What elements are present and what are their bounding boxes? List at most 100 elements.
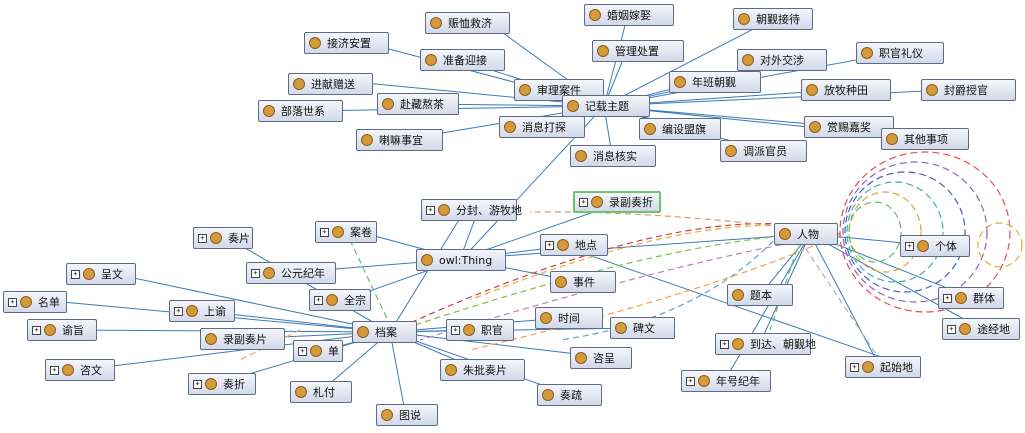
class-node-zhiguan2[interactable]: +职官 (446, 319, 514, 341)
node-label: 记载主题 (585, 100, 629, 113)
node-label: 札付 (313, 386, 335, 399)
class-node-dangan[interactable]: 档案 (352, 321, 417, 343)
expand-plus-icon[interactable]: + (320, 227, 329, 237)
expand-plus-icon[interactable]: + (451, 325, 460, 335)
class-node-ziwen[interactable]: +咨文 (45, 359, 115, 381)
class-node-zicheng[interactable]: 咨呈 (570, 347, 632, 369)
class-node-didian[interactable]: +地点 (540, 234, 608, 256)
class-node-renwu[interactable]: 人物 (774, 223, 838, 245)
class-node-zhunbei[interactable]: 准备迎接 (420, 49, 505, 71)
expand-plus-icon[interactable]: + (174, 306, 183, 316)
class-dot-icon (644, 123, 656, 135)
class-node-tushuo[interactable]: 图说 (376, 404, 438, 426)
expand-plus-icon[interactable]: + (32, 325, 41, 335)
class-node-buluo[interactable]: 部落世系 (258, 100, 343, 122)
expand-plus-icon[interactable]: + (314, 295, 323, 305)
expand-plus-icon[interactable]: + (50, 365, 59, 375)
expand-plus-icon[interactable]: + (579, 197, 588, 207)
expand-plus-icon[interactable]: + (193, 379, 202, 389)
class-node-zhiguan[interactable]: 职官礼仪 (856, 42, 944, 64)
expand-plus-icon[interactable]: + (298, 346, 307, 356)
class-node-zoushu[interactable]: 奏疏 (537, 384, 602, 406)
expand-plus-icon[interactable]: + (850, 362, 859, 372)
class-node-fengjue[interactable]: 封爵授官 (921, 79, 1016, 101)
class-node-fenfeng[interactable]: +分封、游牧地 (421, 199, 522, 221)
class-node-dan[interactable]: +单 (293, 340, 343, 362)
class-node-shangyu[interactable]: +上谕 (169, 300, 235, 322)
class-node-nianhao[interactable]: +年号纪年 (681, 370, 771, 392)
expand-plus-icon[interactable]: + (71, 269, 80, 279)
class-node-shijian2[interactable]: 时间 (535, 307, 603, 329)
class-node-guanli[interactable]: 管理处置 (592, 40, 684, 62)
class-node-timu[interactable]: 题本 (727, 284, 793, 306)
class-node-bianshe[interactable]: 编设盟旗 (639, 118, 721, 140)
expand-plus-icon[interactable]: + (251, 268, 260, 278)
class-dot-icon (293, 78, 305, 90)
expand-plus-icon[interactable]: + (947, 324, 956, 334)
node-label: 题本 (750, 289, 772, 302)
expand-plus-icon[interactable]: + (720, 339, 729, 349)
class-dot-icon (557, 239, 569, 251)
class-node-qita[interactable]: 其他事项 (881, 128, 969, 150)
class-dot-icon (463, 324, 475, 336)
class-node-beiwen[interactable]: 碑文 (610, 317, 675, 339)
class-node-zhafu[interactable]: 札付 (290, 381, 352, 403)
class-dot-icon (309, 37, 321, 49)
class-node-geti[interactable]: +个体 (900, 235, 970, 257)
class-node-anjuan[interactable]: +案卷 (315, 221, 377, 243)
class-node-lama[interactable]: 喇嘛事宜 (356, 129, 443, 151)
class-node-chengwen[interactable]: +呈文 (66, 263, 136, 285)
class-node-zoupian[interactable]: +奏片 (193, 227, 253, 249)
class-dot-icon (540, 312, 552, 324)
class-node-zouzhe[interactable]: +奏折 (188, 373, 256, 395)
class-dot-icon (917, 240, 929, 252)
class-dot-icon (357, 326, 369, 338)
expand-plus-icon[interactable]: + (198, 233, 207, 243)
class-node-xiaoxi_hs[interactable]: 消息核实 (570, 145, 656, 167)
class-node-jinxian[interactable]: 进献赠送 (288, 73, 373, 95)
class-node-jizai[interactable]: 记载主题 (562, 95, 650, 117)
class-node-xiaoxi_dt[interactable]: 消息打探 (499, 116, 585, 138)
class-dot-icon (205, 333, 217, 345)
class-dot-icon (806, 84, 818, 96)
class-node-chaojin[interactable]: 朝觐接待 (733, 8, 813, 30)
class-node-duiwai[interactable]: 对外交涉 (737, 49, 827, 71)
class-node-fuzang[interactable]: 赴藏熬茶 (377, 93, 459, 115)
class-node-qishidi[interactable]: +起始地 (845, 356, 921, 378)
class-node-shangci[interactable]: 赏赐嘉奖 (804, 116, 894, 138)
class-node-lufu_sel[interactable]: +录副奏折 (573, 191, 661, 213)
class-node-lufu[interactable]: 录副奏片 (200, 328, 285, 350)
class-node-tujingdi[interactable]: +途经地 (942, 318, 1020, 340)
expand-plus-icon[interactable]: + (905, 241, 914, 251)
class-dot-icon (732, 289, 744, 301)
class-node-jieji[interactable]: 接济安置 (304, 32, 389, 54)
node-label: 群体 (973, 292, 995, 305)
class-dot-icon (186, 305, 198, 317)
class-node-zhupi[interactable]: 朱批奏片 (440, 359, 525, 381)
class-dot-icon (567, 100, 579, 112)
class-node-nianban[interactable]: 年班朝觐 (669, 71, 761, 93)
expand-plus-icon[interactable]: + (426, 205, 435, 215)
class-node-qunti[interactable]: + 群体 (938, 287, 1004, 309)
expand-plus-icon[interactable]: + (8, 297, 17, 307)
class-node-gongyuan[interactable]: +公元纪年 (246, 262, 336, 284)
class-node-owlthing[interactable]: owl:Thing (416, 249, 506, 271)
class-node-fangmu[interactable]: 放牧种田 (801, 79, 891, 101)
class-node-diaopai[interactable]: 调派官员 (720, 140, 807, 162)
node-label: 时间 (558, 312, 580, 325)
class-node-shijian[interactable]: 事件 (550, 271, 616, 293)
node-label: 年班朝觐 (692, 76, 736, 89)
class-node-zhenxu[interactable]: 赈恤救济 (425, 12, 510, 34)
class-node-yuzhi[interactable]: + 谕旨 (27, 319, 97, 341)
class-dot-icon (310, 345, 322, 357)
class-node-daoda[interactable]: +到达、朝觐地 (715, 333, 816, 355)
node-label: 谕旨 (62, 324, 84, 337)
expand-plus-icon[interactable]: + (686, 376, 695, 386)
class-node-quanzong[interactable]: +全宗 (309, 289, 371, 311)
expand-plus-icon[interactable]: + (545, 240, 554, 250)
class-node-hunyin[interactable]: 婚姻嫁娶 (584, 4, 674, 26)
expand-plus-icon[interactable]: + (943, 293, 952, 303)
class-dot-icon (263, 267, 275, 279)
class-node-mingdan[interactable]: +名单 (3, 291, 67, 313)
